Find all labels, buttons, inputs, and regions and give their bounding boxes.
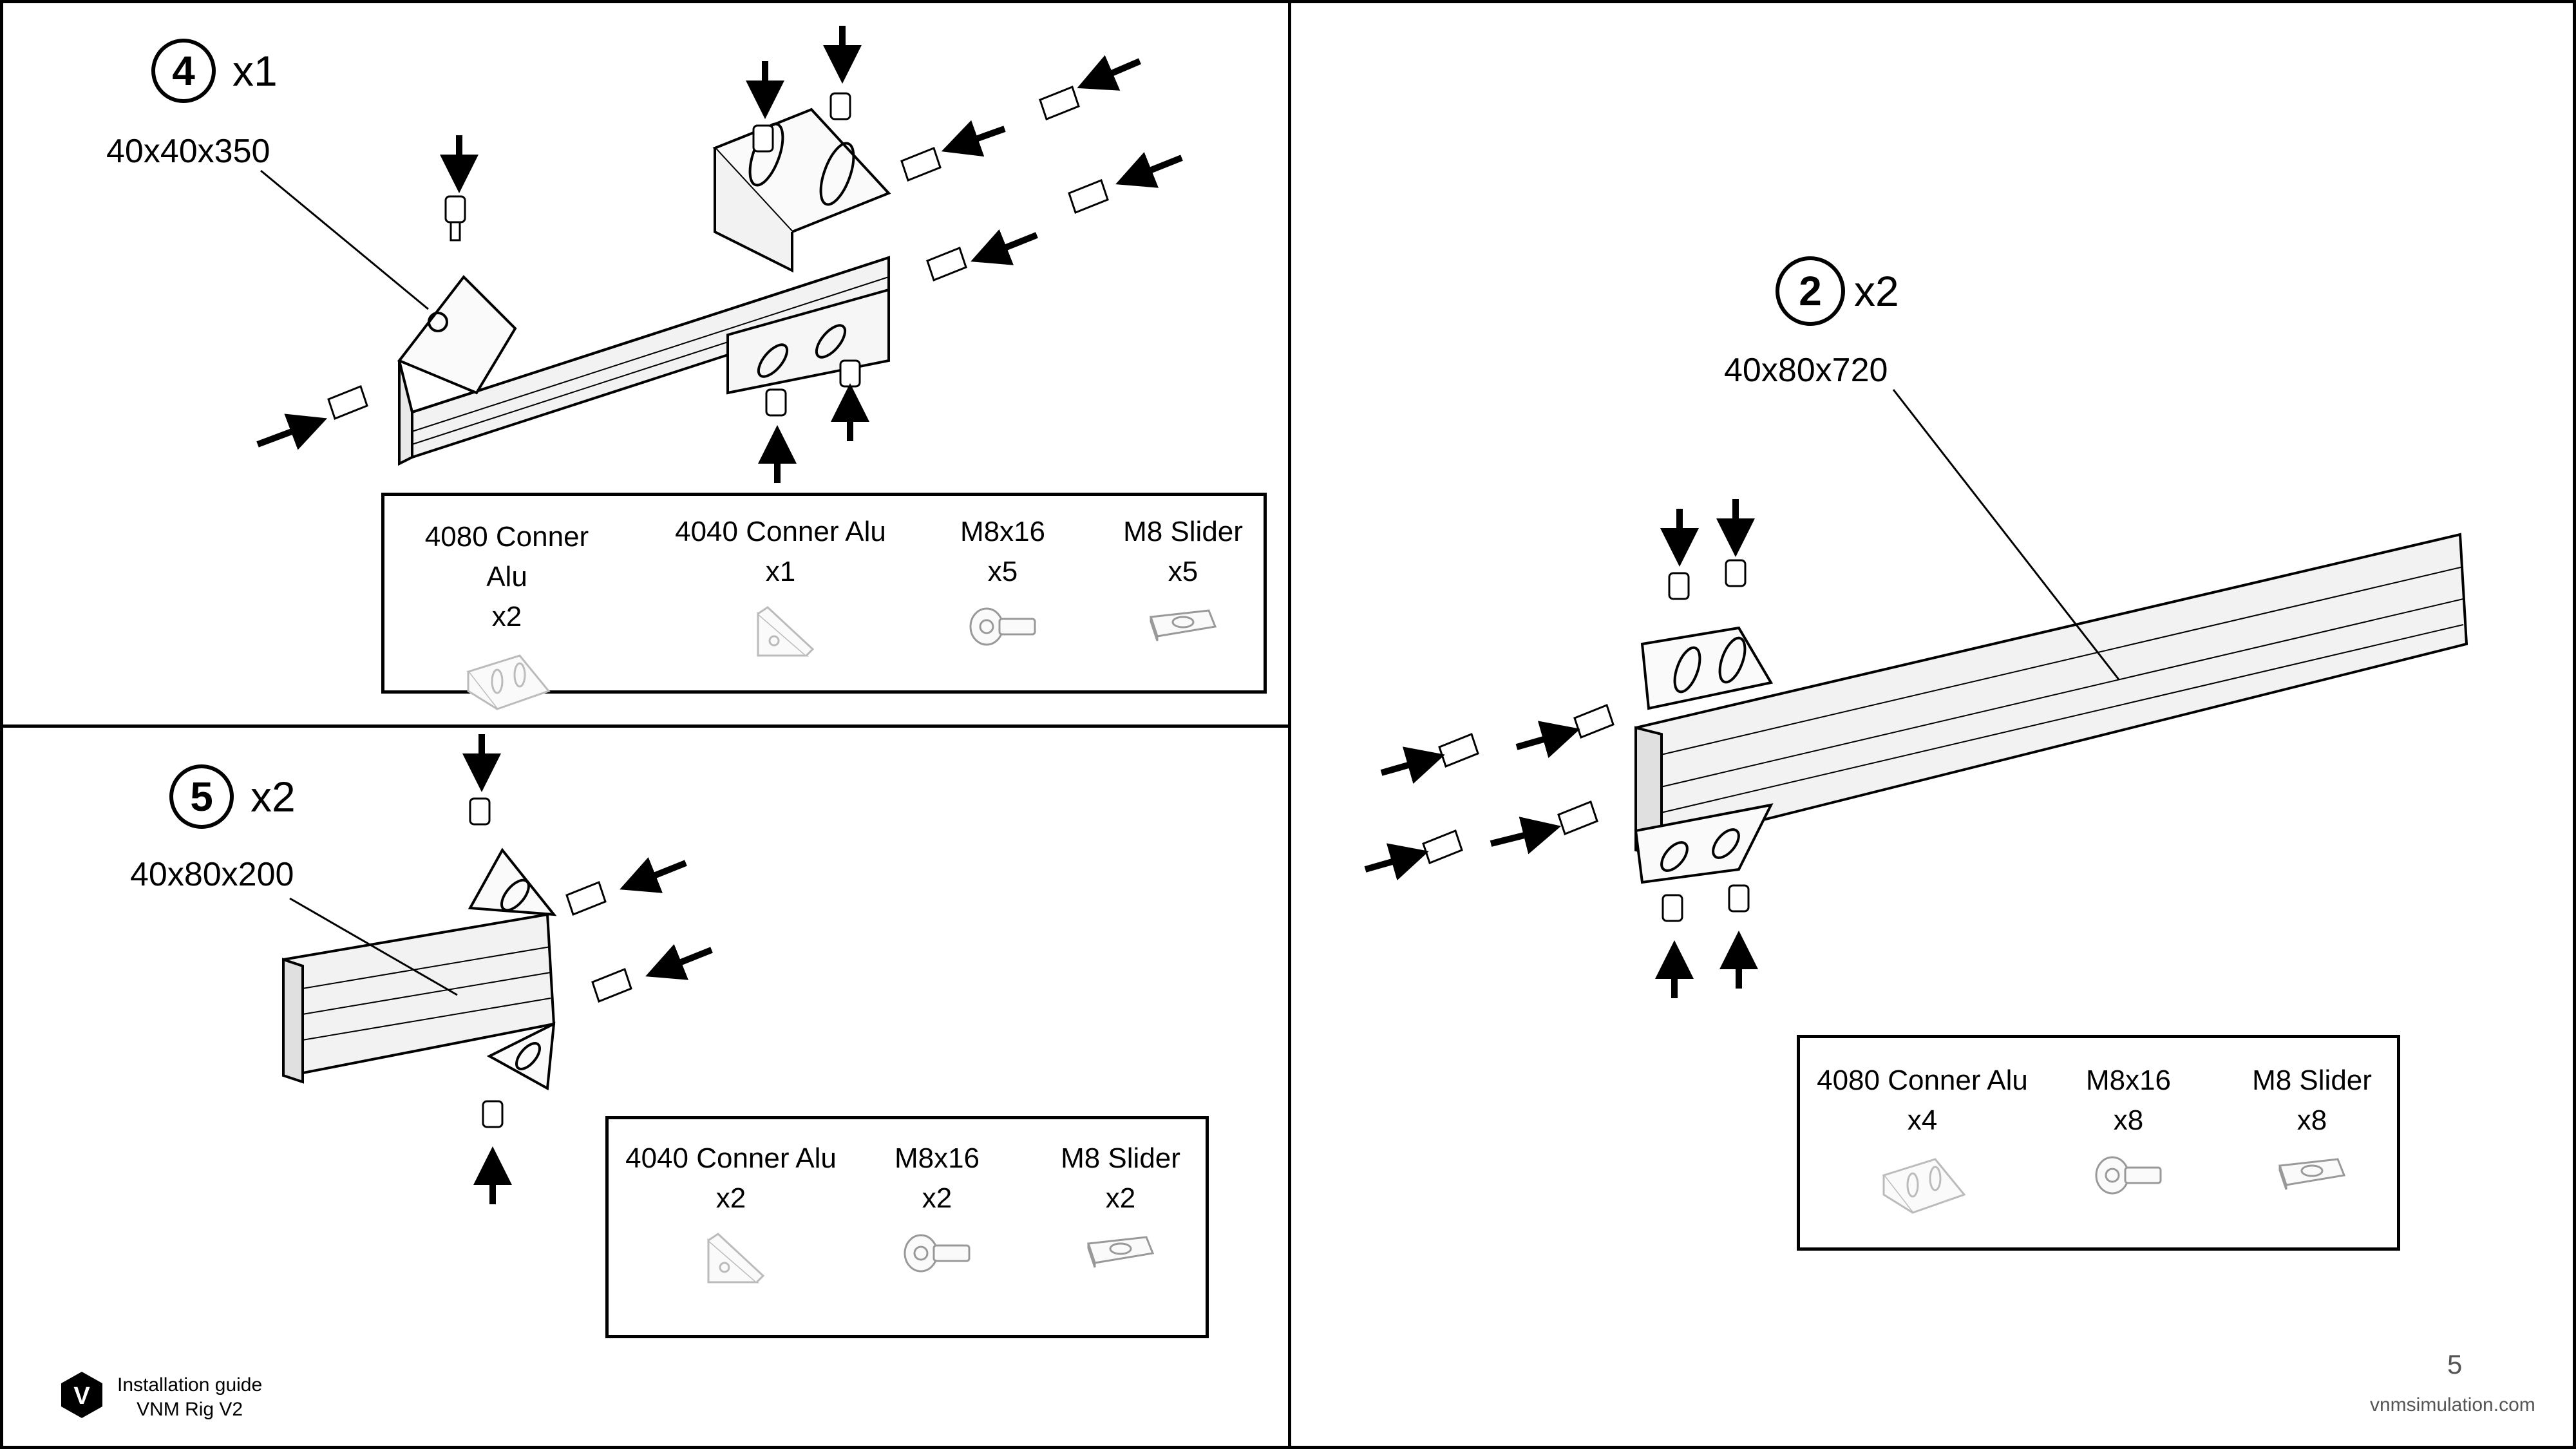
part-qty: x2 — [715, 1182, 746, 1214]
parts-list-step-2: 4080 Conner Alu x4 M8x16 x8 M8 Slider x8 — [1797, 1035, 2400, 1251]
website-link[interactable]: vnmsimulation.com — [2370, 1394, 2535, 1416]
corner-bracket-4080-icon — [1882, 1158, 1966, 1214]
step5-leader-line — [289, 897, 458, 996]
bolt-icon — [969, 607, 1036, 646]
step4-sliders — [327, 86, 1109, 420]
parts-list-step-4: 4080 Conner Alu x2 4040 Conner Alu x1 M8… — [381, 493, 1267, 710]
step4-arrows — [256, 26, 1183, 483]
slider-nut-icon — [1086, 1236, 1155, 1268]
profile-dimension-label: 40x80x720 — [1724, 352, 1888, 389]
part-qty: x8 — [2297, 1104, 2327, 1136]
step-2-header: 2 x2 — [1776, 256, 1899, 326]
part-item: M8x16 x8 — [2058, 1061, 2199, 1201]
step-number-badge: 2 — [1776, 256, 1845, 326]
part-item: M8 Slider x2 — [1046, 1139, 1195, 1273]
part-qty: x8 — [2113, 1104, 2144, 1136]
part-qty: x5 — [987, 556, 1018, 587]
bolt-icon — [904, 1234, 971, 1273]
part-qty: x1 — [765, 556, 796, 587]
profile-40x80x200-drawing — [281, 848, 557, 1091]
step-4-header: 4 x1 — [151, 39, 278, 103]
part-name: 4080 Conner Alu — [1817, 1065, 2028, 1096]
guide-title-line2: VNM Rig V2 — [137, 1399, 243, 1420]
part-item: 4040 Conner Alu x1 — [671, 512, 890, 665]
part-qty: x4 — [1907, 1104, 1938, 1136]
slider-nut-icon — [1149, 609, 1217, 641]
part-qty: x2 — [922, 1182, 952, 1214]
profile-dimension-label: 40x80x200 — [130, 856, 294, 893]
step5-parts — [469, 797, 632, 1128]
step-number-badge: 5 — [169, 764, 234, 829]
part-item: M8x16 x2 — [866, 1139, 1008, 1279]
guide-title: Installation guide VNM Rig V2 — [117, 1373, 262, 1422]
step4-leader-line — [260, 169, 429, 310]
part-name: M8x16 — [894, 1142, 980, 1174]
part-qty: x2 — [1105, 1182, 1136, 1214]
part-name: M8x16 — [960, 516, 1046, 547]
part-item: 4040 Conner Alu x2 — [621, 1139, 840, 1292]
corner-bracket-4080-icon — [466, 654, 551, 710]
step-5-header: 5 x2 — [169, 764, 296, 829]
part-item: 4080 Conner Alu x2 — [413, 517, 600, 717]
part-name: 4040 Conner Alu — [675, 516, 886, 547]
part-item: M8 Slider x8 — [2238, 1061, 2386, 1195]
part-qty: x2 — [491, 601, 522, 632]
step-quantity: x2 — [1854, 267, 1899, 315]
bolt-icon — [2095, 1156, 2162, 1195]
step4-bolts — [444, 92, 861, 417]
profile-40x80x720-drawing — [1634, 533, 2468, 884]
step-quantity: x2 — [251, 773, 296, 820]
step-quantity: x1 — [232, 47, 278, 95]
part-name: M8x16 — [2085, 1065, 2172, 1096]
slider-nut-icon — [2278, 1158, 2346, 1190]
vnm-logo-icon: V — [59, 1370, 104, 1423]
part-name: 4040 Conner Alu — [625, 1142, 837, 1174]
part-name: M8 Slider — [2252, 1065, 2372, 1096]
step5-arrows — [462, 734, 713, 1204]
step2-arrows — [1364, 499, 1758, 998]
step-number-badge: 4 — [151, 39, 216, 103]
parts-list-step-5: 4040 Conner Alu x2 M8x16 x2 M8 Slider x2 — [605, 1116, 1209, 1338]
guide-title-line1: Installation guide — [117, 1374, 263, 1396]
step2-parts — [1422, 559, 1750, 922]
part-item: 4080 Conner Alu x4 — [1810, 1061, 2035, 1220]
profile-dimension-label: 40x40x350 — [106, 133, 270, 170]
corner-bracket-4040-icon — [757, 606, 815, 657]
logo-letter: V — [73, 1383, 90, 1410]
part-name: M8 Slider — [1061, 1142, 1180, 1174]
part-qty: x5 — [1168, 556, 1198, 587]
part-item: M8x16 x5 — [932, 512, 1074, 652]
part-item: M8 Slider x5 — [1112, 512, 1254, 646]
profile-40x40x350-drawing — [397, 108, 891, 466]
corner-bracket-4040-icon — [707, 1233, 765, 1283]
page-number: 5 — [2447, 1349, 2463, 1379]
part-name: M8 Slider — [1123, 516, 1243, 547]
part-name: 4080 Conner Alu — [424, 521, 589, 592]
step2-leader-line — [1892, 389, 2120, 680]
